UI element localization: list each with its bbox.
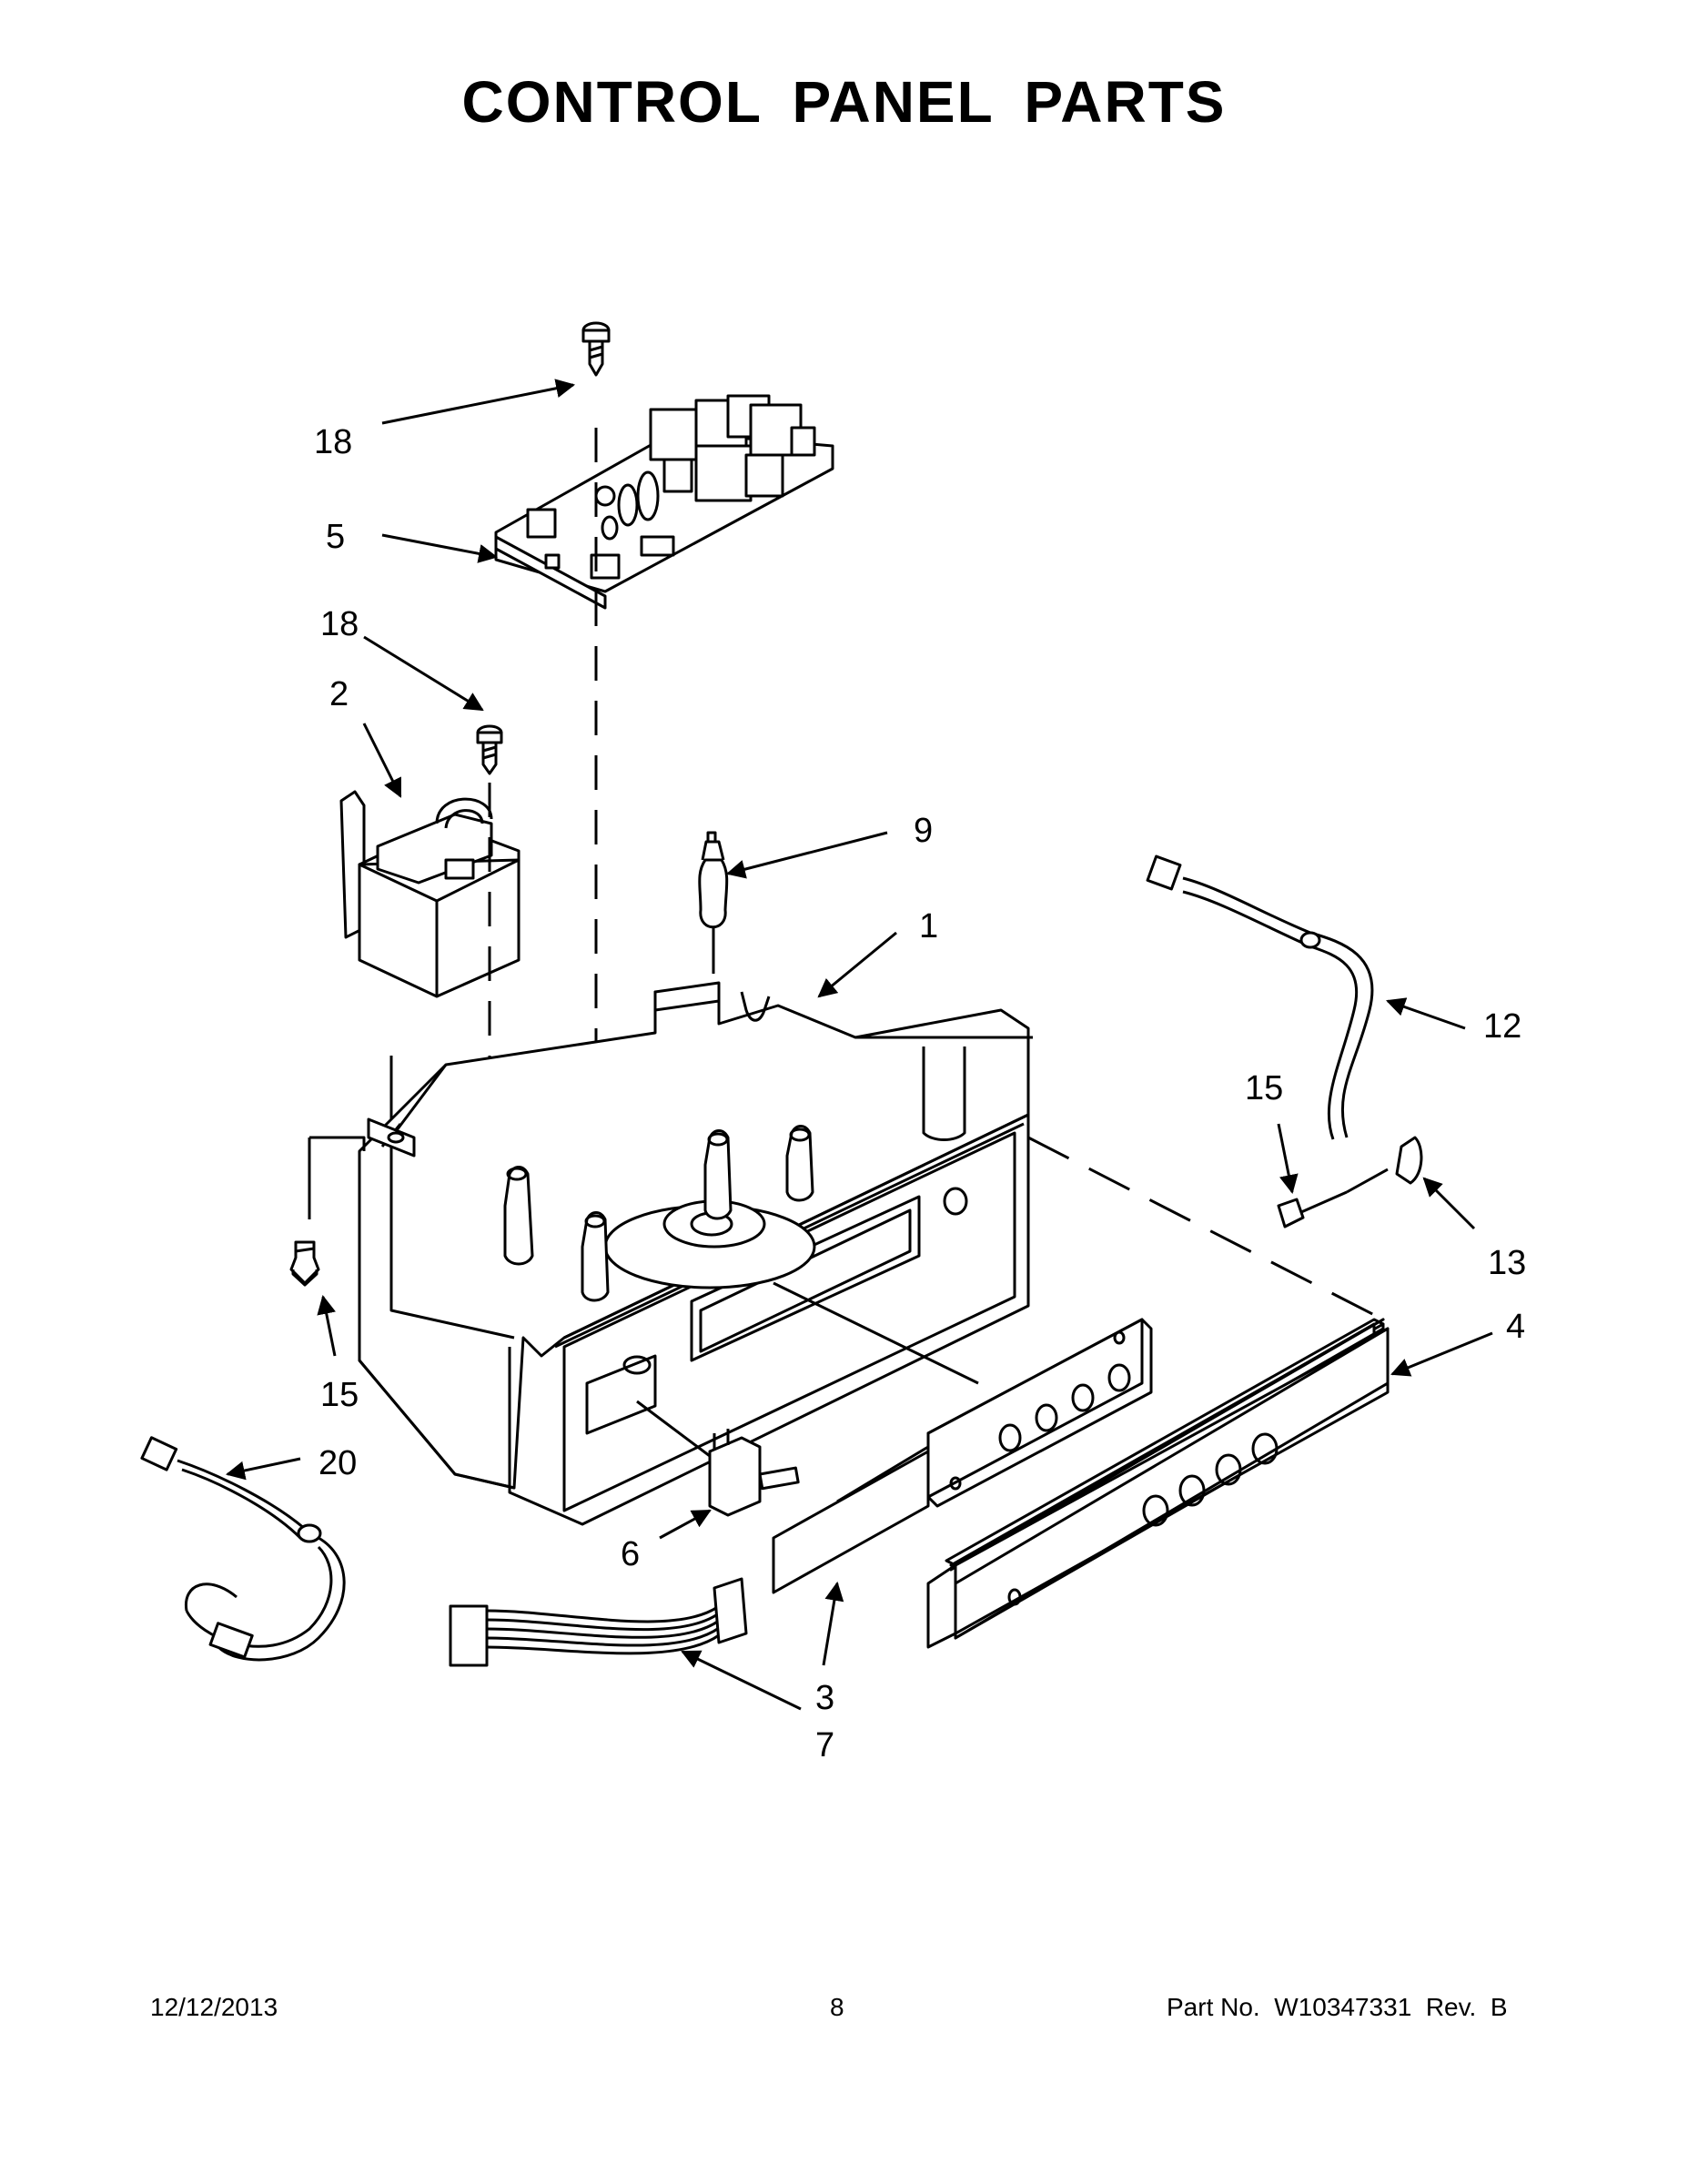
screw-part [289, 1240, 320, 1287]
wire-harness-part [1146, 854, 1374, 1140]
callout-9: 9 [914, 812, 933, 850]
overlay-buttons [1007, 1432, 1279, 1606]
page-title: CONTROL PANEL PARTS [461, 69, 1227, 135]
control-board-part [494, 394, 834, 610]
callout-arrows [225, 379, 1493, 1711]
overlay-face [954, 1327, 1390, 1635]
transformer-part [339, 790, 521, 998]
callout-15: 15 [1245, 1069, 1283, 1107]
control-housing-part [358, 981, 1033, 1526]
footer-page-number: 8 [830, 1993, 844, 2021]
callout-6: 6 [621, 1535, 640, 1573]
alignment-line [773, 1281, 979, 1385]
callout-12: 12 [1483, 1007, 1521, 1046]
membrane-part [772, 1450, 930, 1594]
callout-3: 3 [815, 1679, 834, 1717]
callout-5: 5 [326, 518, 345, 556]
callout-labels: 18 5 18 2 9 1 12 15 13 15 4 20 6 3 7 [314, 423, 1526, 1764]
ribbon-cable-part [449, 1577, 748, 1667]
screw-part [1277, 1190, 1348, 1228]
screw-part [581, 321, 611, 377]
callout-20: 20 [318, 1444, 357, 1482]
callout-18: 18 [320, 605, 359, 643]
callout-7: 7 [815, 1726, 834, 1764]
light-bulb-part [698, 831, 729, 974]
screw-part [476, 724, 503, 775]
sensor-harness-part [140, 1436, 346, 1662]
footer-part-number: Part No. W10347331 Rev. B [1167, 1993, 1508, 2021]
switch-part [636, 1400, 800, 1517]
callout-1: 1 [919, 907, 938, 945]
callout-15: 15 [320, 1376, 359, 1414]
wire-clip-part [1346, 1136, 1423, 1194]
callout-18: 18 [314, 423, 352, 461]
callout-4: 4 [1506, 1308, 1525, 1346]
alignment-line [1027, 1136, 1384, 1321]
callout-2: 2 [329, 675, 349, 713]
callout-13: 13 [1488, 1244, 1526, 1282]
footer-date: 12/12/2013 [150, 1993, 278, 2021]
